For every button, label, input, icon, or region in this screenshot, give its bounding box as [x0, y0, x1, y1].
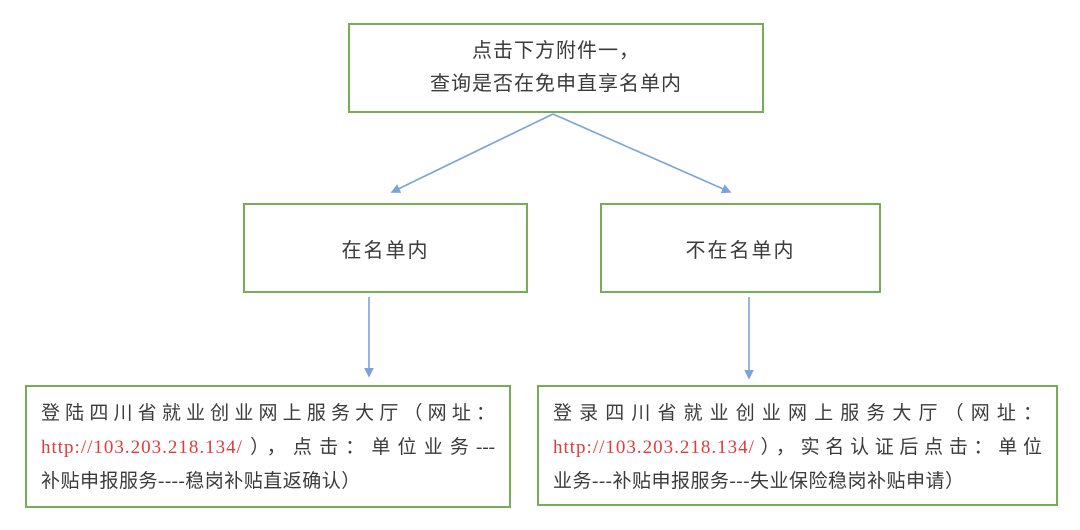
not-in-list-result-line-3: 业务---补贴申报服务---失业保险稳岗补贴申请）: [553, 471, 965, 492]
in-list-box: 在名单内: [243, 203, 528, 293]
service-hall-url: http://103.203.218.134/: [553, 437, 755, 458]
arrow-top-to-not-in-list: [552, 113, 732, 194]
in-list-result-box: 登陆四川省就业创业网上服务大厅（网址： http://103.203.218.1…: [25, 385, 511, 508]
top-instruction-line-2: 查询是否在免申直享名单内: [430, 73, 682, 95]
in-list-result-line-1: 登陆四川省就业创业网上服务大厅（网址：: [41, 403, 495, 424]
service-hall-url: http://103.203.218.134/: [41, 437, 243, 458]
not-in-list-result-line-2-text: ），实名认证后点击：单位: [754, 437, 1042, 458]
in-list-result-line-2-text: ），点击：单位业务---: [242, 437, 495, 458]
not-in-list-box: 不在名单内: [600, 203, 881, 293]
in-list-result-line-3: 补贴申报服务----稳岗补贴直返确认）: [41, 471, 361, 492]
not-in-list-label: 不在名单内: [685, 239, 796, 262]
not-in-list-result-line-2: http://103.203.218.134/），实名认证后点击：单位: [553, 431, 1042, 465]
arrow-top-to-in-list: [390, 113, 554, 193]
top-instruction-box: 点击下方附件一， 查询是否在免申直享名单内: [348, 23, 764, 113]
not-in-list-result-line-1: 登录四川省就业创业网上服务大厅（网址：: [553, 403, 1042, 424]
in-list-label: 在名单内: [341, 239, 430, 262]
in-list-result-line-2: http://103.203.218.134/），点击：单位业务---: [41, 431, 495, 465]
not-in-list-result-box: 登录四川省就业创业网上服务大厅（网址： http://103.203.218.1…: [537, 385, 1058, 506]
top-instruction-line-1: 点击下方附件一，: [472, 40, 640, 62]
